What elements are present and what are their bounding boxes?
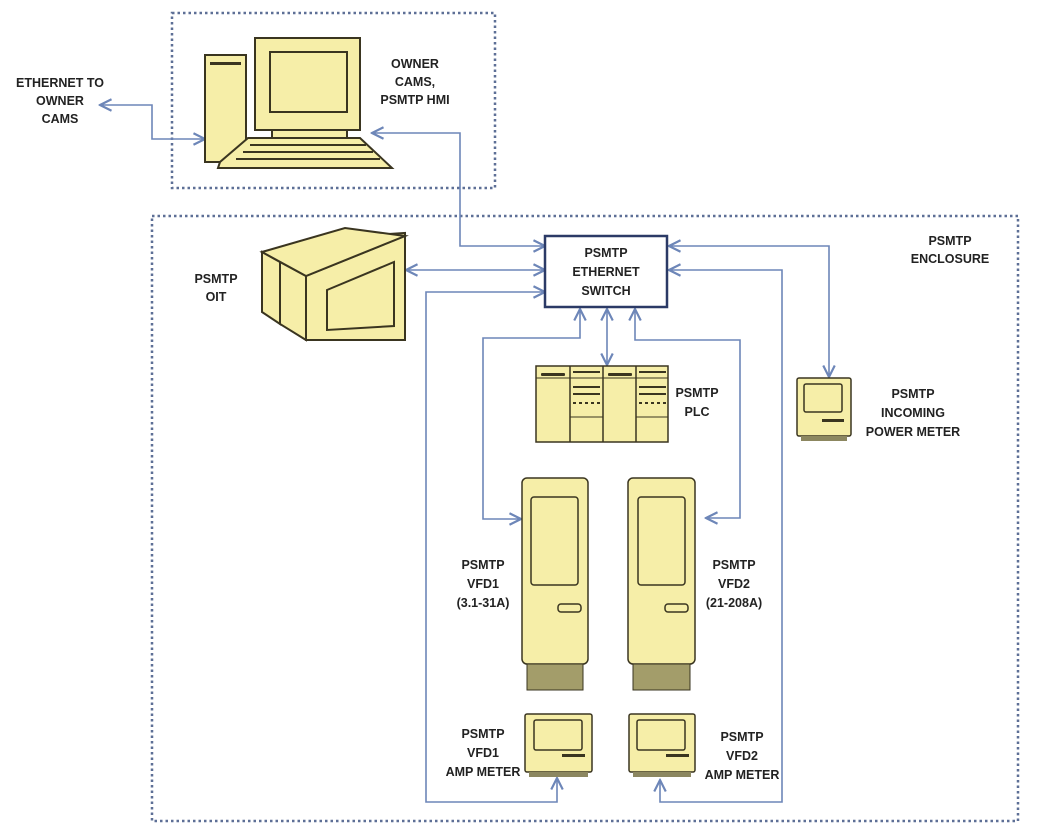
wire-switch-vfd1	[482, 309, 580, 519]
svg-text:PSMTP: PSMTP	[928, 234, 971, 248]
svg-text:INCOMING: INCOMING	[881, 406, 945, 420]
vfd2-amp-meter-icon	[628, 713, 696, 777]
label-switch: PSMTP ETHERNET SWITCH	[572, 246, 640, 298]
label-vfd1-amp-meter: PSMTP VFD1 AMP METER	[446, 727, 521, 779]
wire-switch-power-meter	[669, 246, 829, 377]
svg-text:OIT: OIT	[206, 290, 227, 304]
label-vfd2: PSMTP VFD2 (21-208A)	[706, 558, 762, 610]
label-enclosure: PSMTP ENCLOSURE	[911, 234, 989, 266]
label-oit: PSMTP OIT	[194, 272, 237, 304]
svg-text:PSMTP HMI: PSMTP HMI	[380, 93, 449, 107]
enclosure-boundary	[150, 214, 1020, 823]
vfd1-drive-icon	[521, 477, 589, 691]
svg-text:ETHERNET: ETHERNET	[572, 265, 640, 279]
svg-text:PLC: PLC	[685, 405, 710, 419]
label-vfd2-amp-meter: PSMTP VFD2 AMP METER	[705, 730, 780, 782]
svg-text:PSMTP: PSMTP	[720, 730, 763, 744]
vfd2-drive-icon	[627, 477, 696, 691]
svg-text:POWER METER: POWER METER	[866, 425, 960, 439]
svg-text:OWNER: OWNER	[36, 94, 84, 108]
svg-text:PSMTP: PSMTP	[461, 558, 504, 572]
svg-text:(3.1-31A): (3.1-31A)	[457, 596, 510, 610]
label-hmi: OWNER CAMS, PSMTP HMI	[380, 57, 449, 107]
wire-switch-vfd1-amp	[425, 292, 557, 803]
svg-text:VFD1: VFD1	[467, 746, 499, 760]
label-vfd1: PSMTP VFD1 (3.1-31A)	[457, 558, 510, 610]
oit-monitor-icon	[259, 226, 409, 342]
hmi-computer-icon	[204, 37, 395, 169]
label-ethernet-to-owner-cams: ETHERNET TO OWNER CAMS	[16, 76, 104, 126]
svg-text:CAMS,: CAMS,	[395, 75, 435, 89]
power-meter-icon	[796, 377, 852, 441]
svg-text:PSMTP: PSMTP	[584, 246, 627, 260]
svg-text:ENCLOSURE: ENCLOSURE	[911, 252, 989, 266]
svg-text:PSMTP: PSMTP	[675, 386, 718, 400]
wire-switch-vfd2-amp	[660, 270, 783, 803]
svg-text:OWNER: OWNER	[391, 57, 439, 71]
svg-text:PSMTP: PSMTP	[461, 727, 504, 741]
svg-text:(21-208A): (21-208A)	[706, 596, 762, 610]
svg-text:VFD2: VFD2	[718, 577, 750, 591]
wire-ethernet-owner	[100, 105, 205, 139]
svg-text:SWITCH: SWITCH	[581, 284, 630, 298]
svg-text:CAMS: CAMS	[42, 112, 79, 126]
svg-text:PSMTP: PSMTP	[712, 558, 755, 572]
wire-switch-hmi	[372, 133, 545, 246]
svg-text:PSMTP: PSMTP	[194, 272, 237, 286]
vfd1-amp-meter-icon	[524, 713, 593, 777]
wires	[100, 105, 829, 803]
label-power-meter: PSMTP INCOMING POWER METER	[866, 387, 960, 439]
svg-text:AMP METER: AMP METER	[705, 768, 780, 782]
label-plc: PSMTP PLC	[675, 386, 718, 419]
svg-text:AMP METER: AMP METER	[446, 765, 521, 779]
svg-text:ETHERNET TO: ETHERNET TO	[16, 76, 104, 90]
svg-text:VFD1: VFD1	[467, 577, 499, 591]
svg-text:VFD2: VFD2	[726, 749, 758, 763]
plc-icon	[535, 365, 669, 443]
ethernet-switch	[543, 234, 669, 309]
svg-text:PSMTP: PSMTP	[891, 387, 934, 401]
